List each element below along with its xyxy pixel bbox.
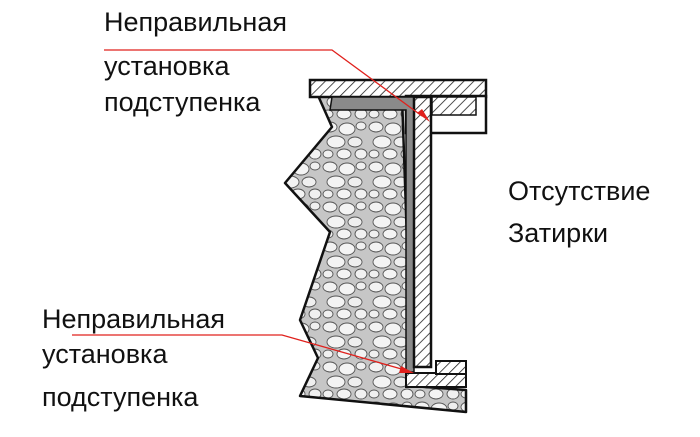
right-label-line-2: Затирки — [508, 218, 608, 248]
nosing-hatch-top — [431, 96, 477, 116]
riser-board — [412, 95, 433, 369]
top-label-line-1: Неправильная — [104, 7, 287, 37]
right-label-line-1: Отсутствие — [508, 176, 650, 206]
leader-arrow-bottom — [399, 366, 414, 373]
leader-line-top — [104, 49, 423, 117]
bottom-label-line-1: Неправильная — [42, 304, 225, 334]
top-label-line-2: установка — [104, 51, 230, 81]
lower-nosing — [435, 360, 467, 375]
tread-slab — [308, 78, 488, 99]
top-label-line-3: подступенка — [104, 87, 261, 117]
lower-tread — [405, 372, 467, 388]
bottom-label-line-3: подступенка — [42, 382, 199, 412]
bottom-label-line-2: установка — [42, 339, 168, 369]
leader-arrow-top — [417, 109, 430, 122]
leader-line-bottom — [72, 334, 406, 371]
